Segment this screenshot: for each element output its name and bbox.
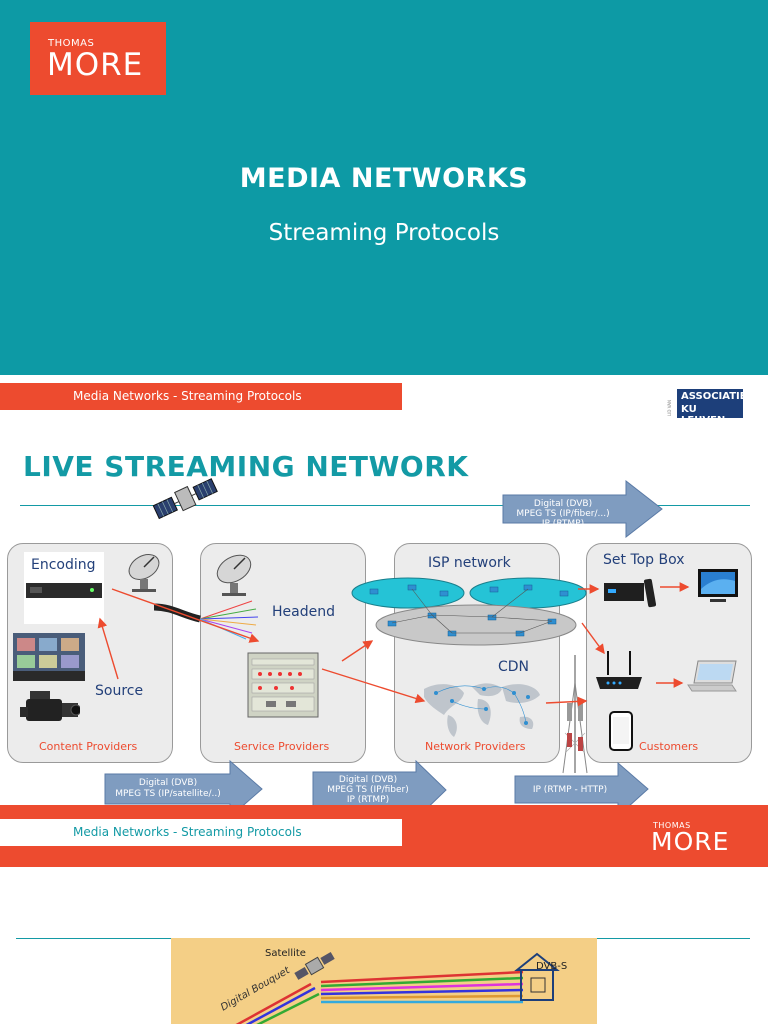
top-arrow-text: Digital (DVB) MPEG TS (IP/fiber/...) IP … <box>506 499 620 529</box>
headend-rack-icon <box>247 652 319 718</box>
bottom-arrow-3-text: IP (RTMP - HTTP) <box>532 785 608 795</box>
title-rule <box>20 505 750 506</box>
assoc-tiny-text: LID VAN <box>667 400 672 416</box>
bottom-arrow-1-text: Digital (DVB) MPEG TS (IP/satellite/..) <box>108 778 228 800</box>
video-camera-icon <box>20 691 80 721</box>
service-providers-label: Service Providers <box>234 740 330 753</box>
isp-network-cloud-diagram <box>351 577 587 646</box>
router-icon <box>596 651 642 689</box>
cell-tower-icon <box>562 655 588 774</box>
title-slide: THOMAS MORE MEDIA NETWORKS Streaming Pro… <box>0 0 768 375</box>
top-arrow-line2: MPEG TS (IP/fiber/...) <box>516 509 610 519</box>
footer-banner: Media Networks - Streaming Protocols <box>0 819 402 846</box>
logo-small-text: THOMAS <box>48 38 95 49</box>
bottom-arrow-1-line1: Digital (DVB) <box>138 778 198 788</box>
top-protocol-arrow <box>502 480 663 538</box>
slide-title: MEDIA NETWORKS <box>239 163 529 194</box>
headend-label: Headend <box>272 604 335 620</box>
bottom-arrow-1-line2: MPEG TS (IP/satellite/..) <box>115 789 221 799</box>
top-arrow-line1: Digital (DVB) <box>533 499 593 509</box>
dvbs-label: DVB-S <box>536 961 568 972</box>
flow-arrows <box>97 582 690 707</box>
set-top-box-label: Set Top Box <box>603 552 685 568</box>
assoc-line2: KU LEUVEN <box>681 404 726 426</box>
satellite-dish-icon <box>128 554 160 592</box>
customers-label: Customers <box>639 740 699 753</box>
headend-dish-icon <box>216 554 252 596</box>
assoc-line1: ASSOCIATIE <box>681 391 747 402</box>
broadcast-rays <box>235 952 560 1024</box>
cdn-world-map <box>424 683 540 737</box>
footer-logo-big: MORE <box>651 827 730 856</box>
bottom-arrow-2-line3: IP (RTMP) <box>346 795 390 805</box>
ku-leuven-logo: LID VAN ASSOCIATIE KU LEUVEN <box>667 389 747 426</box>
source-label: Source <box>95 683 144 699</box>
bottom-arrow-2-line1: Digital (DVB) <box>338 775 398 785</box>
encoding-label: Encoding <box>31 557 96 573</box>
satellite-icon <box>152 478 218 520</box>
top-arrow-line3: IP (RTMP) <box>541 519 585 529</box>
television-icon <box>698 569 738 602</box>
set-top-box-icon <box>604 578 656 608</box>
logo-big-text: MORE <box>47 47 144 83</box>
footer-logo-small: THOMAS <box>653 821 691 830</box>
isp-network-label: ISP network <box>428 555 511 571</box>
slide-subtitle: Streaming Protocols <box>268 220 500 246</box>
bottom-arrow-2-text: Digital (DVB) MPEG TS (IP/fiber) IP (RTM… <box>316 775 420 805</box>
footer-banner-text: Media Networks - Streaming Protocols <box>73 825 302 839</box>
bottom-arrow-3 <box>514 762 649 818</box>
control-room-image <box>13 633 85 681</box>
smartphone-icon <box>609 711 633 751</box>
encoder-device-icon <box>26 583 102 598</box>
network-providers-label: Network Providers <box>425 740 526 753</box>
satellite-label: Satellite <box>265 948 306 959</box>
satellite-slide: Satellite <box>0 867 768 1024</box>
bottom-arrow-2-line2: MPEG TS (IP/fiber) <box>327 785 409 795</box>
header-banner-text: Media Networks - Streaming Protocols <box>73 389 302 403</box>
cdn-label: CDN <box>498 659 530 675</box>
live-streaming-slide: Media Networks - Streaming Protocols LID… <box>0 375 768 867</box>
slide-title: LIVE STREAMING NETWORK <box>23 450 469 483</box>
header-banner: Media Networks - Streaming Protocols <box>0 383 402 410</box>
content-providers-label: Content Providers <box>39 740 138 753</box>
footer-bar: Media Networks - Streaming Protocols THO… <box>0 805 768 867</box>
satellite-diagram: Satellite <box>171 938 597 1024</box>
bottom-arrow-1 <box>104 760 263 818</box>
laptop-icon <box>687 660 737 692</box>
thomas-more-logo: THOMAS MORE <box>30 22 166 95</box>
assoc-box: ASSOCIATIE KU LEUVEN <box>677 389 747 426</box>
